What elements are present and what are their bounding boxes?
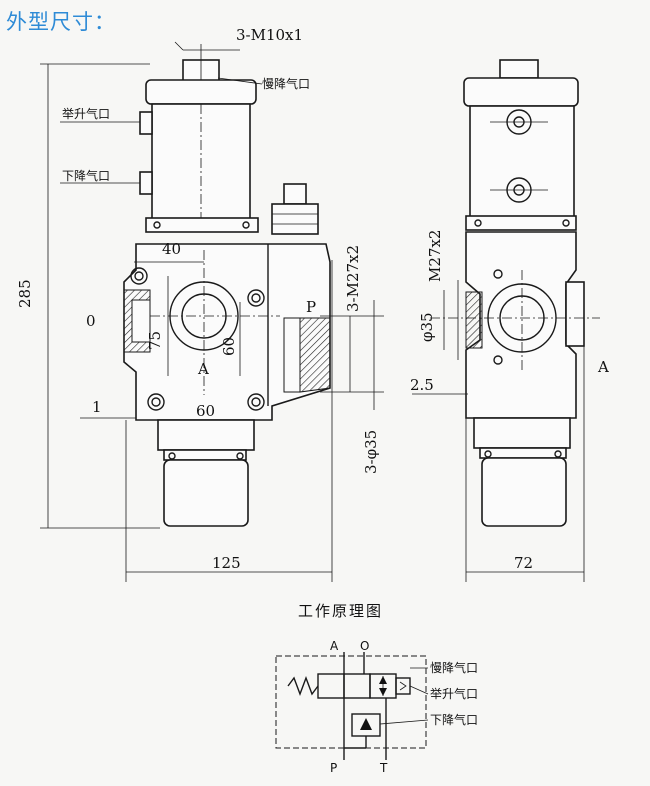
dim-side-thread: M27x2 bbox=[426, 230, 444, 282]
side-upper-solenoid bbox=[469, 105, 575, 219]
front-upper-solenoid-cap bbox=[145, 79, 257, 105]
dim-0: 0 bbox=[86, 312, 96, 330]
dim-40: 40 bbox=[162, 240, 181, 258]
schematic-port-t: T bbox=[379, 761, 388, 775]
side-port-a-label: A bbox=[597, 358, 609, 376]
port-a-label: A bbox=[197, 360, 209, 378]
dim-width-side: 72 bbox=[514, 554, 533, 572]
front-view bbox=[40, 41, 384, 582]
dim-width-front: 125 bbox=[212, 554, 241, 572]
dim-60-vertical: 60 bbox=[220, 337, 238, 356]
schematic-label-lift: 举升气口 bbox=[430, 686, 478, 701]
dim-side-diameter: φ35 bbox=[418, 312, 436, 342]
dim-1: 1 bbox=[92, 398, 102, 416]
dim-60-horizontal: 60 bbox=[196, 402, 215, 420]
schematic-port-o: O bbox=[360, 639, 369, 653]
dim-port-diameter: 3-φ35 bbox=[362, 430, 380, 474]
schematic-port-a: A bbox=[330, 639, 339, 653]
schematic-title: 工作原理图 bbox=[298, 602, 383, 620]
schematic: 工作原理图 A O P T 慢降气口 举升气口 下降气口 bbox=[275, 602, 478, 775]
dim-thread-top: 3-M10x1 bbox=[236, 26, 303, 44]
dim-75: 75 bbox=[146, 331, 164, 350]
label-lift-port: 举升气口 bbox=[62, 106, 110, 121]
schematic-port-p: P bbox=[330, 761, 337, 775]
schematic-label-slow-down: 慢降气口 bbox=[430, 660, 478, 675]
side-view bbox=[412, 59, 600, 582]
dim-port-thread: 3-M27x2 bbox=[344, 245, 362, 312]
dim-2-5: 2.5 bbox=[410, 376, 434, 394]
page-heading: 外型尺寸： bbox=[6, 10, 116, 34]
port-p-label: P bbox=[306, 298, 316, 316]
label-slow-down-port: 慢降气口 bbox=[262, 76, 310, 91]
front-lower-solenoid bbox=[163, 459, 249, 527]
label-down-port: 下降气口 bbox=[62, 168, 110, 183]
dim-height: 285 bbox=[16, 279, 34, 308]
schematic-label-down: 下降气口 bbox=[430, 712, 478, 727]
